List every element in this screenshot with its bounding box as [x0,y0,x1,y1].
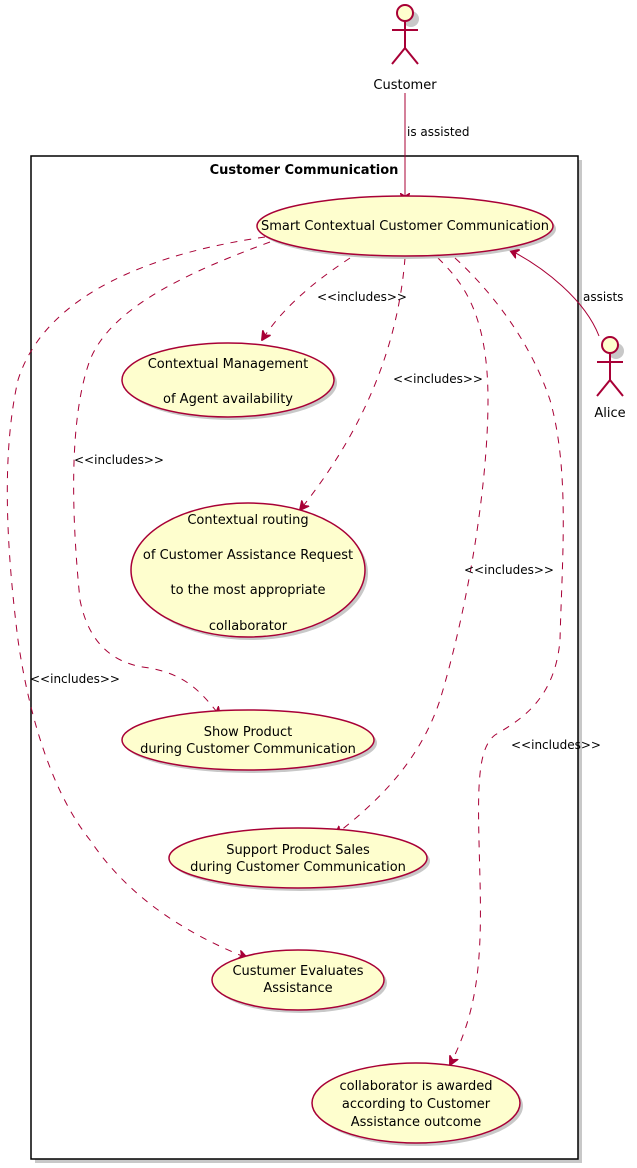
relation-smart-evaluates: <<includes>> [6,236,266,958]
use-case-awarded-line-2: according to Customer [342,1097,491,1112]
relation-smart-evaluates-label: <<includes>> [30,672,120,686]
relation-smart-awarded: <<includes>> [450,257,601,1065]
use-case-sales-line-1: Support Product Sales [226,843,370,858]
relation-smart-routing-label: <<includes>> [393,372,483,386]
use-case-sales-line-2: during Customer Communication [190,860,406,875]
use-case-show-line-2: during Customer Communication [140,742,356,757]
actor-customer[interactable]: Customer [373,4,437,93]
actor-alice-figure [596,336,624,397]
use-case-routing-line-3: to the most appropriate [170,583,325,598]
use-case-agent[interactable]: Contextual Management of Agent availabil… [121,342,337,420]
relation-smart-sales: <<includes>> [335,257,554,835]
use-case-smart[interactable]: Smart Contextual Customer Communication [256,195,556,259]
relation-smart-show-label: <<includes>> [74,453,164,467]
use-case-evaluates[interactable]: Custumer Evaluates Assistance [211,949,387,1013]
use-case-smart-label: Smart Contextual Customer Communication [261,219,549,234]
use-case-awarded-line-3: Assistance outcome [351,1115,481,1130]
actor-alice-label: Alice [594,406,625,421]
actor-customer-label: Customer [373,78,437,93]
system-title: Customer Communication [210,163,399,178]
use-case-routing-line-4: collaborator [209,619,288,634]
use-case-agent-line-1: Contextual Management [148,357,309,372]
use-case-awarded-line-1: collaborator is awarded [339,1079,492,1094]
use-case-agent-line-2: of Agent availability [163,392,293,407]
relation-smart-agent-label: <<includes>> [317,290,407,304]
use-case-routing-line-1: Contextual routing [187,513,308,528]
actor-alice[interactable]: Alice [594,336,626,421]
use-case-evaluates-line-1: Custumer Evaluates [232,964,363,979]
relation-smart-sales-label: <<includes>> [464,563,554,577]
system-boundary: Customer Communication [30,155,582,1163]
use-case-awarded[interactable]: collaborator is awarded according to Cus… [311,1062,523,1146]
relation-smart-awarded-label: <<includes>> [511,738,601,752]
relation-alice-smart-label: assists [583,290,623,304]
relation-customer-smart-label: is assisted [407,125,470,139]
use-case-sales[interactable]: Support Product Sales during Customer Co… [168,827,430,891]
actor-customer-figure [391,4,419,65]
use-case-routing[interactable]: Contextual routing of Customer Assistanc… [130,502,368,640]
relation-alice-smart: assists [510,250,623,337]
use-case-routing-line-2: of Customer Assistance Request [143,548,353,563]
use-case-evaluates-line-2: Assistance [263,981,332,996]
relation-smart-show: <<includes>> [73,241,271,716]
use-case-show[interactable]: Show Product during Customer Communicati… [121,709,377,773]
use-case-show-line-1: Show Product [204,725,293,740]
relation-customer-smart: is assisted [405,93,470,202]
relation-smart-routing: <<includes>> [300,257,483,510]
relation-smart-agent: <<includes>> [262,257,407,340]
